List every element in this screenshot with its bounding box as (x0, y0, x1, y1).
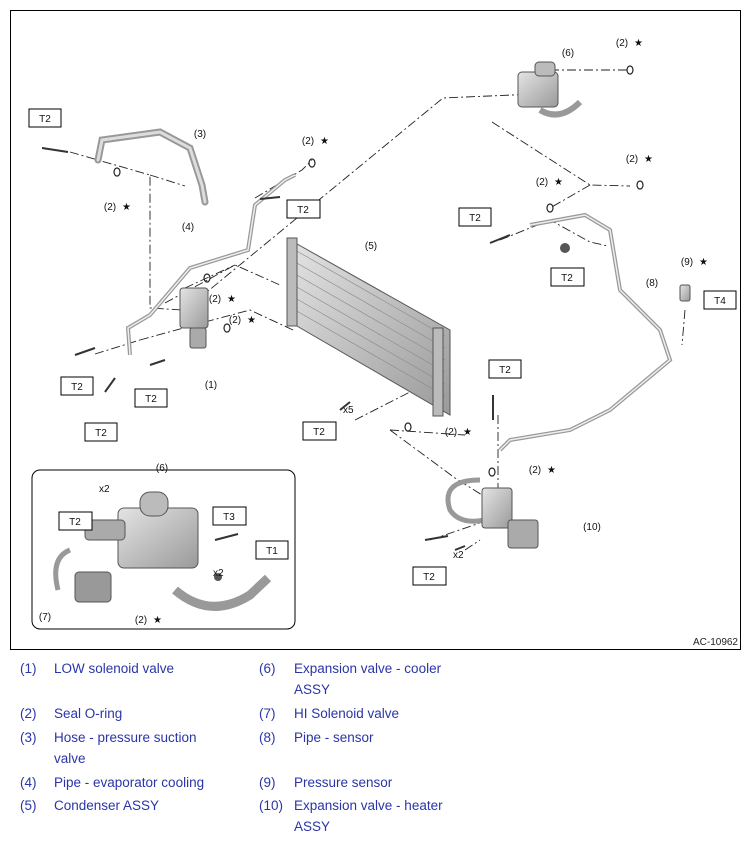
star-icon: ★ (122, 202, 131, 213)
condenser-assy (286, 237, 451, 417)
legend-number: (4) (20, 775, 37, 790)
callout-2-c: (2) (104, 202, 116, 213)
legend-text: Expansion valve - heater ASSY (294, 798, 443, 834)
legend-text: Hose - pressure suction valve (54, 730, 197, 766)
star-icon: ★ (699, 257, 708, 268)
callout-7: (7) (39, 612, 51, 623)
torque-label-t2: T2 (69, 517, 81, 528)
legend-text: Pipe - evaporator cooling (54, 775, 205, 790)
torque-label-t2: T2 (561, 273, 573, 284)
multiplier-x2: x2 (453, 550, 464, 561)
torque-label-t1: T1 (266, 546, 278, 557)
multiplier-x2: x2 (213, 568, 224, 579)
torque-boxes (28, 108, 737, 586)
callout-1: (1) (205, 380, 217, 391)
leader-lines (69, 69, 686, 593)
legend-text: Expansion valve - cooler ASSY (294, 661, 442, 697)
torque-label-t2: T2 (313, 427, 325, 438)
callout-2-j: (2) (135, 615, 147, 626)
legend-number: (7) (259, 706, 276, 721)
callout-10: (10) (583, 522, 601, 533)
star-icon: ★ (153, 615, 162, 626)
legend-number: (5) (20, 798, 37, 813)
callout-2-b: (2) (302, 136, 314, 147)
torque-label-t2: T2 (39, 114, 51, 125)
torque-label-t2: T2 (499, 365, 511, 376)
callout-6-inset: (6) (156, 463, 168, 474)
expansion-valve-cooler (517, 61, 583, 118)
star-icon: ★ (463, 427, 472, 438)
torque-label-t3: T3 (223, 512, 235, 523)
callout-2-d: (2) (626, 154, 638, 165)
legend-number: (2) (20, 706, 37, 721)
multiplier-x5: x5 (343, 405, 354, 416)
legend-text: Pipe - sensor (294, 730, 374, 745)
figure-reference-code: AC-10962 (693, 637, 738, 648)
legend-text: HI Solenoid valve (294, 706, 400, 721)
callout-3: (3) (194, 129, 206, 140)
low-solenoid-valve (179, 287, 209, 349)
star-icon: ★ (644, 154, 653, 165)
callout-2-e: (2) (536, 177, 548, 188)
star-icon: ★ (554, 177, 563, 188)
legend-number: (9) (259, 775, 276, 790)
callout-2-i: (2) (529, 465, 541, 476)
torque-label-t2: T2 (71, 382, 83, 393)
legend-text: Pressure sensor (294, 775, 393, 790)
torque-label-t2: T2 (297, 205, 309, 216)
torque-label-t4: T4 (714, 296, 726, 307)
legend-text: Seal O-ring (54, 706, 123, 721)
legend-text: Condenser ASSY (54, 798, 160, 813)
torque-label-t2: T2 (469, 213, 481, 224)
legend-text: LOW solenoid valve (54, 661, 175, 676)
torque-label-t2: T2 (95, 428, 107, 439)
exploded-parts-diagram: (1) (3) (4) (5) (6) (6) (7) (8) (9) (10)… (10, 10, 741, 650)
legend-number: (6) (259, 661, 276, 676)
star-icon: ★ (247, 315, 256, 326)
callout-6: (6) (562, 48, 574, 59)
bolts (41, 147, 511, 551)
callout-5: (5) (365, 241, 377, 252)
star-icon: ★ (634, 38, 643, 49)
inset-expansion-valve (53, 491, 272, 611)
callout-8: (8) (646, 278, 658, 289)
torque-label-t2: T2 (145, 394, 157, 405)
legend-number: (1) (20, 661, 37, 676)
callout-2-f: (2) (209, 294, 221, 305)
legend-number: (10) (259, 798, 284, 813)
multiplier-x2: x2 (99, 484, 110, 495)
legend-number: (8) (259, 730, 276, 745)
pressure-sensor (679, 284, 691, 302)
torque-label-t2: T2 (423, 572, 435, 583)
callout-4: (4) (182, 222, 194, 233)
expansion-valve-heater (445, 477, 539, 549)
callout-9: (9) (681, 257, 693, 268)
star-icon: ★ (320, 136, 329, 147)
star-icon: ★ (227, 294, 236, 305)
callout-2-h: (2) (445, 427, 457, 438)
callout-2-g: (2) (229, 315, 241, 326)
callout-2-a: (2) (616, 38, 628, 49)
star-icon: ★ (547, 465, 556, 476)
legend-number: (3) (20, 730, 37, 745)
